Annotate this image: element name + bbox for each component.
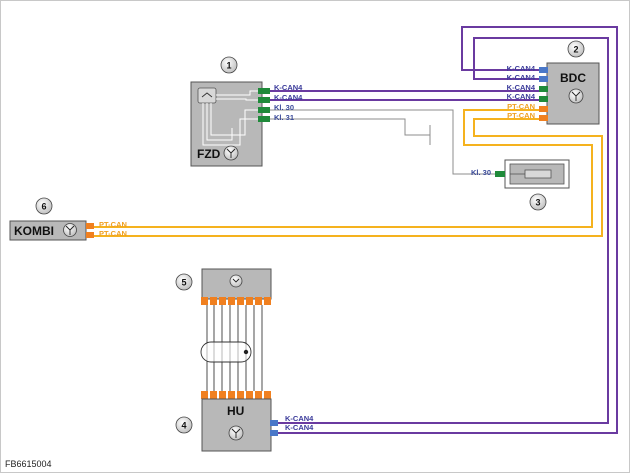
fzd-label-4: Kl. 31: [274, 113, 294, 122]
fuse-icon: [524, 169, 552, 179]
hu-label-1: K-CAN4: [285, 414, 314, 423]
power-wires: [270, 109, 499, 175]
bdc-name: BDC: [560, 71, 586, 85]
harness-bundle: [200, 305, 263, 391]
bdc-number: 2: [573, 45, 578, 55]
bdc-label-4: K-CAN4: [507, 92, 536, 101]
switch-icon-glyph: [201, 92, 213, 98]
kombi-label-1: PT-CAN: [99, 220, 127, 229]
pt-can-wires: [92, 109, 603, 237]
number-badge-4: [175, 416, 193, 434]
kombi-number: 6: [41, 202, 46, 212]
number-badge-5: [175, 273, 193, 291]
bdc-label-5: PT-CAN: [507, 102, 535, 111]
fzd-label-3: Kl. 30: [274, 103, 294, 112]
kombi-label-2: PT-CAN: [99, 229, 127, 238]
fzd-number: 1: [226, 61, 231, 71]
k-can4-wire-bdc-hu-inner: [278, 37, 609, 424]
switch-icon: [197, 87, 217, 104]
hu-label-2: K-CAN4: [285, 423, 314, 432]
number-badge-3: [529, 193, 547, 211]
number-badge-2: [567, 40, 585, 58]
control-unit-icon: [229, 274, 243, 288]
bdc-label-2: K-CAN4: [507, 73, 536, 82]
component-kombi: KOMBI 6: [9, 197, 94, 241]
bdc-label-6: PT-CAN: [507, 111, 535, 120]
kombi-name: KOMBI: [14, 224, 54, 238]
comp3-label-1: Kl. 30: [471, 168, 491, 177]
component-bdc: BDC 2: [539, 40, 600, 125]
kl31-wire: [270, 118, 430, 136]
pt-can-wire-bdc-kombi-1: [92, 109, 593, 228]
hu-number: 4: [181, 421, 186, 431]
fzd-name: FZD: [197, 147, 221, 161]
number-badge-1: [220, 56, 238, 74]
hu-name: HU: [227, 404, 244, 418]
number-badge-6: [35, 197, 53, 215]
component-fzd: FZD 1: [190, 56, 270, 167]
comp3-number: 3: [535, 198, 540, 208]
figure-code: FB6615004: [5, 459, 52, 469]
component-3: 3: [495, 159, 570, 211]
kl30-wire: [270, 109, 499, 175]
bdc-label-1: K-CAN4: [507, 64, 536, 73]
component-5: 5: [175, 268, 272, 305]
k-can4-wires: [270, 26, 618, 434]
fzd-label-1: K-CAN4: [274, 83, 303, 92]
pt-can-wire-bdc-kombi-2: [92, 118, 603, 237]
component-hu: HU 4: [175, 391, 278, 452]
comp5-number: 5: [181, 278, 186, 288]
fzd-label-2: K-CAN4: [274, 93, 303, 102]
bdc-label-3: K-CAN4: [507, 83, 536, 92]
